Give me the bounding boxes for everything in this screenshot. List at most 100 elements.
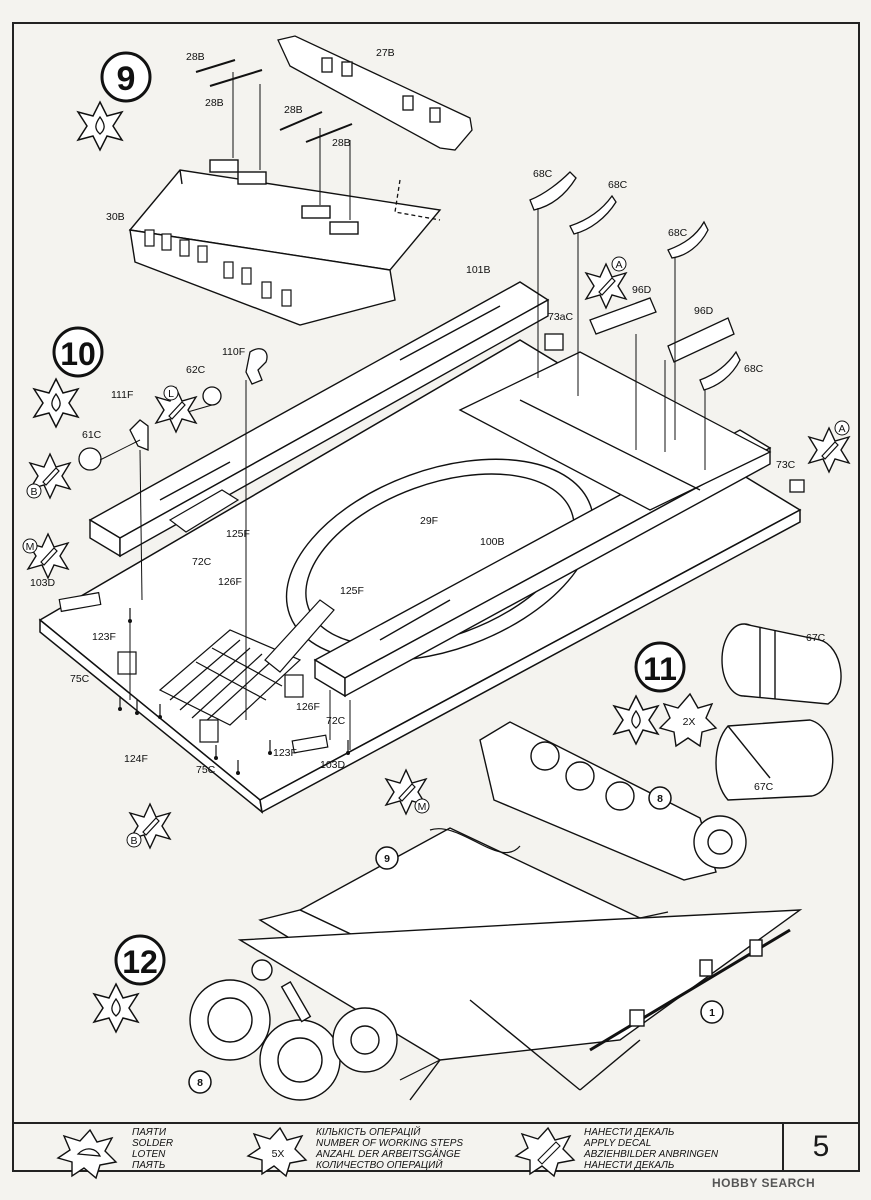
svg-text:B: B — [130, 835, 137, 847]
legend-steps-icon: 5X — [246, 1126, 308, 1178]
pins-28B — [195, 59, 353, 143]
legend-solder-line: ПАЯТИ — [132, 1127, 166, 1138]
part-28B: 28B — [284, 104, 303, 116]
step-9-number: 9 — [117, 60, 136, 98]
callout-1: 1 — [700, 1000, 724, 1024]
part-68C: 68C — [668, 227, 688, 239]
engine-deck — [458, 351, 772, 511]
small-fittings — [58, 591, 329, 754]
svg-text:8: 8 — [197, 1077, 203, 1089]
part-27B: 27B — [376, 47, 395, 59]
legend-steps-line: КОЛИЧЕСТВО ОПЕРАЦИЙ — [316, 1160, 443, 1171]
legend-steps-icon-text: 5X — [272, 1148, 285, 1160]
part-123F: 123F — [273, 747, 297, 759]
part-103D: 103D — [320, 759, 346, 771]
part-68C: 68C — [533, 168, 553, 180]
hull-ring-29F — [285, 458, 595, 662]
part-73C: 73C — [776, 459, 796, 471]
marker-A-top: A — [585, 256, 627, 309]
legend-decal-line: НАНЕСТИ ДЕКАЛЬ — [584, 1160, 675, 1171]
rear-plate-30B — [128, 159, 442, 326]
part-28B: 28B — [205, 97, 224, 109]
part-72C: 72C — [192, 556, 212, 568]
legend-steps-text: КІЛЬКІСТЬ ОПЕРАЦІЙ NUMBER OF WORKING STE… — [316, 1127, 463, 1171]
marker-L: L — [155, 385, 197, 433]
part-125F: 125F — [226, 528, 250, 540]
part-101B: 101B — [466, 264, 491, 276]
step-10-number: 10 — [60, 336, 96, 372]
callout-8-right: 8 — [648, 786, 672, 810]
step-11-number: 11 — [643, 651, 677, 687]
hull-assembly-12 — [189, 909, 803, 1101]
legend-decal-line: APPLY DECAL — [584, 1138, 652, 1149]
svg-text:A: A — [615, 259, 622, 271]
svg-text:1: 1 — [709, 1007, 715, 1019]
legend-solder-line: LOTEN — [132, 1149, 166, 1160]
step-10-badge: 10 — [33, 326, 104, 428]
part-28B: 28B — [186, 51, 205, 63]
legend-decal-text: НАНЕСТИ ДЕКАЛЬ APPLY DECAL ABZIEHBILDER … — [584, 1127, 718, 1171]
tow-bar-27B — [277, 35, 473, 221]
page-number: 5 — [782, 1124, 858, 1170]
part-61C: 61C — [82, 429, 102, 441]
part-96D: 96D — [694, 305, 714, 317]
part-125F: 125F — [340, 585, 364, 597]
multiplier-2x-badge: 2X — [658, 692, 718, 748]
part-67C: 67C — [754, 781, 774, 793]
part-111F: 111F — [111, 389, 133, 401]
svg-text:9: 9 — [384, 853, 390, 865]
marker-B-bottom: B — [126, 803, 171, 849]
callout-9: 9 — [375, 846, 399, 870]
legend-decal-line: ABZIEHBILDER ANBRINGEN — [584, 1149, 719, 1160]
svg-text:M: M — [26, 541, 35, 553]
front-idler-62C-61C — [78, 348, 268, 471]
legend-solder-icon — [56, 1128, 118, 1180]
part-72C: 72C — [326, 715, 346, 727]
part-96D: 96D — [632, 284, 652, 296]
part-103D: 103D — [30, 577, 56, 589]
step-11-badge: 11 2X — [613, 641, 718, 748]
marker-B-left: B — [26, 453, 71, 499]
leader-lines-step10 — [99, 208, 706, 750]
part-110F: 110F — [222, 346, 245, 358]
part-75C: 75C — [70, 673, 90, 685]
legend-solder-text: ПАЯТИ SOLDER LOTEN ПАЯТЬ — [132, 1127, 173, 1171]
part-labels: 28B 28B 28B 28B 27B 30B 101B 68C 68C 68C… — [30, 47, 826, 793]
part-30B: 30B — [106, 211, 125, 223]
part-100B: 100B — [480, 536, 505, 548]
legend-steps-line: ANZAHL DER ARBEITSGÄNGE — [316, 1149, 461, 1160]
part-126F: 126F — [218, 576, 242, 588]
assembly-arrows — [399, 828, 669, 1081]
marker-M-left: M — [22, 533, 69, 579]
part-68C: 68C — [608, 179, 628, 191]
part-28B: 28B — [332, 137, 351, 149]
legend-decal-icon — [514, 1126, 576, 1178]
legend-steps-line: NUMBER OF WORKING STEPS — [316, 1138, 464, 1149]
legend-solder-line: ПАЯТЬ — [132, 1160, 166, 1171]
beam-101B — [88, 281, 550, 558]
step-12-badge: 12 — [93, 934, 166, 1033]
side-frame-8 — [479, 721, 747, 881]
marker-M-bottom: M — [385, 769, 430, 815]
step-9-badge: 9 — [77, 51, 152, 151]
svg-text:8: 8 — [657, 793, 663, 805]
multiplier-2x-text: 2X — [683, 716, 696, 728]
part-67C: 67C — [806, 632, 826, 644]
legend-bar — [14, 1122, 858, 1170]
page-frame — [12, 22, 860, 1172]
svg-text:B: B — [30, 486, 37, 498]
step-12-number: 12 — [122, 944, 158, 980]
marker-A-right: A — [808, 420, 850, 473]
part-123F: 123F — [92, 631, 116, 643]
part-68C: 68C — [744, 363, 764, 375]
part-75C: 75C — [196, 764, 216, 776]
part-62C: 62C — [186, 364, 206, 376]
leader-lines-step9 — [232, 72, 351, 220]
fenders-68C-96D — [529, 171, 805, 493]
part-29F: 29F — [420, 515, 438, 527]
legend-steps-line: КІЛЬКІСТЬ ОПЕРАЦІЙ — [316, 1127, 421, 1138]
watermark: HOBBY SEARCH — [712, 1176, 816, 1190]
part-126F: 126F — [296, 701, 320, 713]
